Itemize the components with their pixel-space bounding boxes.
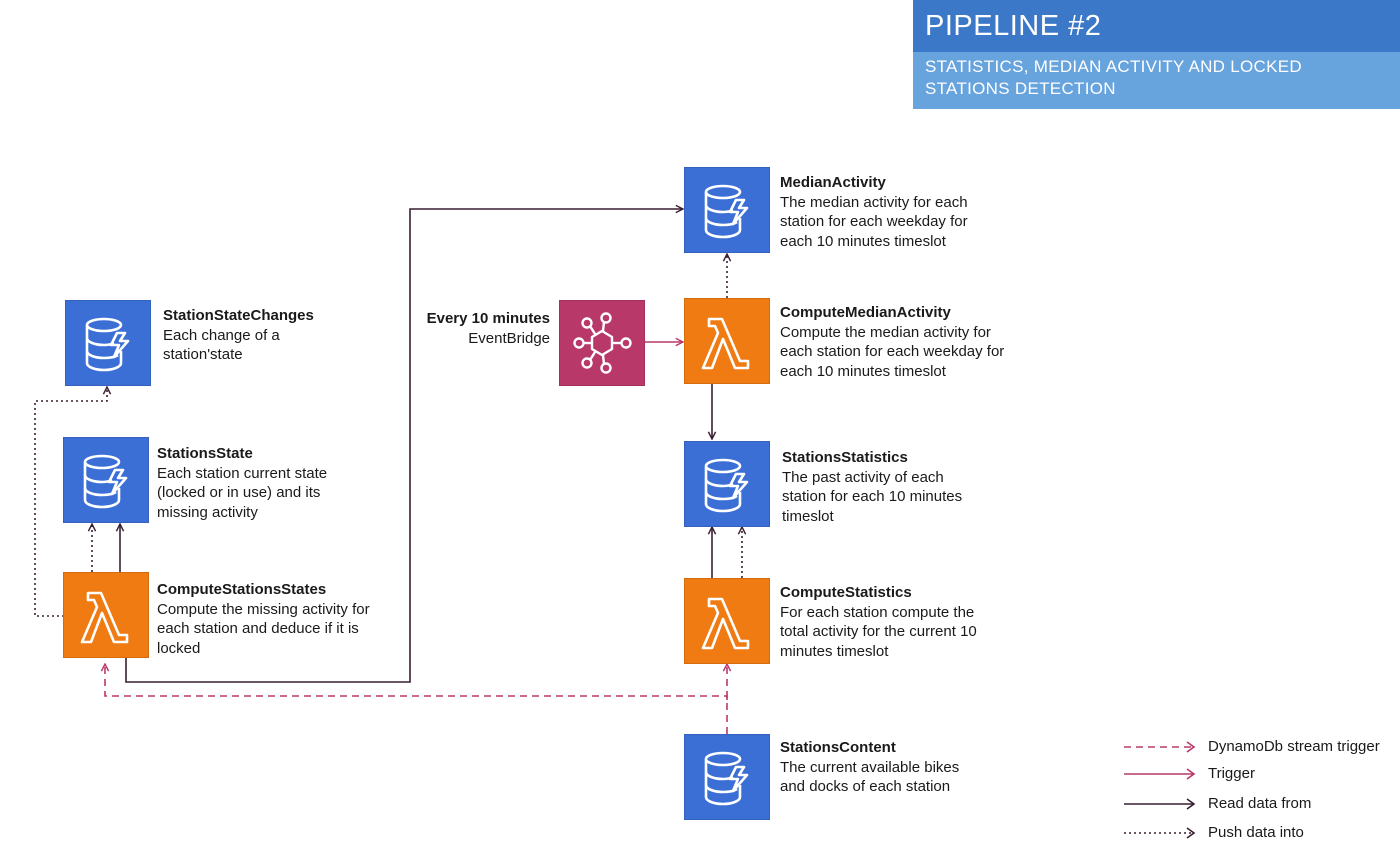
computemedianactivity-title: ComputeMedianActivity [780, 304, 951, 321]
dynamodb-icon [85, 317, 130, 372]
stream-trigger-computestationsstates [105, 664, 728, 700]
medianactivity-desc: The median activity for each station for… [780, 193, 968, 250]
stationscontent-title: StationsContent [780, 739, 896, 756]
dotted-arrow-icon [1124, 827, 1196, 839]
computemedianactivity-label: ComputeMedianActivity Compute the median… [780, 303, 1004, 381]
computestationsstates-node [63, 572, 149, 658]
dynamodb-icon [704, 458, 749, 513]
computemedianactivity-desc: Compute the median activity for each sta… [780, 323, 1005, 380]
stationsstatistics-title: StationsStatistics [782, 449, 908, 466]
medianactivity-node [684, 167, 770, 253]
stationstatechanges-label: StationStateChanges Each change of a sta… [163, 306, 314, 365]
eventbridge-node [559, 300, 645, 386]
legend-item-read: Read data from [1122, 794, 1400, 814]
pipeline-title: PIPELINE #2 [925, 10, 1102, 42]
push-arrow-stationstatechanges [34, 387, 107, 617]
stationscontent-node [684, 734, 770, 820]
stationsstatistics-label: StationsStatistics The past activity of … [782, 448, 962, 526]
dynamodb-icon [704, 751, 749, 806]
eventbridge-label: Every 10 minutes EventBridge [380, 309, 550, 348]
dynamodb-icon [83, 454, 128, 509]
computestatistics-node [684, 578, 770, 664]
stationsstate-node [63, 437, 149, 523]
stationstatechanges-title: StationStateChanges [163, 307, 314, 324]
pipeline-subtitle: STATISTICS, MEDIAN ACTIVITY AND LOCKED S… [913, 52, 1400, 109]
pipeline-header: PIPELINE #2 [913, 0, 1400, 52]
stationscontent-label: StationsContent The current available bi… [780, 738, 959, 797]
medianactivity-title: MedianActivity [780, 174, 886, 191]
stationsstatistics-node [684, 441, 770, 527]
legend-item-trigger: Trigger [1122, 764, 1400, 784]
computestationsstates-label: ComputeStationsStates Compute the missin… [157, 580, 370, 658]
legend-item-push: Push data into [1122, 823, 1400, 843]
legend-label: Push data into [1208, 824, 1304, 841]
computemedianactivity-node [684, 298, 770, 384]
dynamodb-icon [704, 184, 749, 239]
medianactivity-label: MedianActivity The median activity for e… [780, 173, 968, 251]
eventbridge-schedule: Every 10 minutes [426, 310, 550, 327]
stationstatechanges-desc: Each change of a station'state [163, 326, 280, 364]
stationstatechanges-node [65, 300, 151, 386]
lambda-icon [701, 597, 750, 650]
legend-label: Read data from [1208, 795, 1312, 812]
legend-label: DynamoDb stream trigger [1208, 738, 1380, 755]
read-arrow-medianactivity [125, 209, 683, 683]
dark-arrow-icon [1124, 798, 1196, 810]
dashed-arrow-icon [1124, 741, 1196, 753]
computestationsstates-desc: Compute the missing activity for each st… [157, 600, 370, 657]
legend-label: Trigger [1208, 765, 1255, 782]
stationscontent-desc: The current available bikes and docks of… [780, 758, 960, 796]
pink-arrow-icon [1124, 768, 1196, 780]
legend-item-stream-trigger: DynamoDb stream trigger [1122, 737, 1400, 757]
eventbridge-name: EventBridge [468, 329, 550, 347]
computestatistics-desc: For each station compute the total activ… [780, 603, 977, 660]
stationsstatistics-desc: The past activity of each station for ea… [782, 468, 963, 525]
lambda-icon [701, 317, 750, 370]
computestatistics-label: ComputeStatistics For each station compu… [780, 583, 977, 661]
eventbridge-icon [573, 312, 632, 374]
computestatistics-title: ComputeStatistics [780, 584, 912, 601]
stationsstate-title: StationsState [157, 445, 253, 462]
lambda-icon [80, 591, 129, 644]
stationsstate-label: StationsState Each station current state… [157, 444, 327, 522]
stationsstate-desc: Each station current state (locked or in… [157, 464, 328, 521]
computestationsstates-title: ComputeStationsStates [157, 581, 327, 598]
